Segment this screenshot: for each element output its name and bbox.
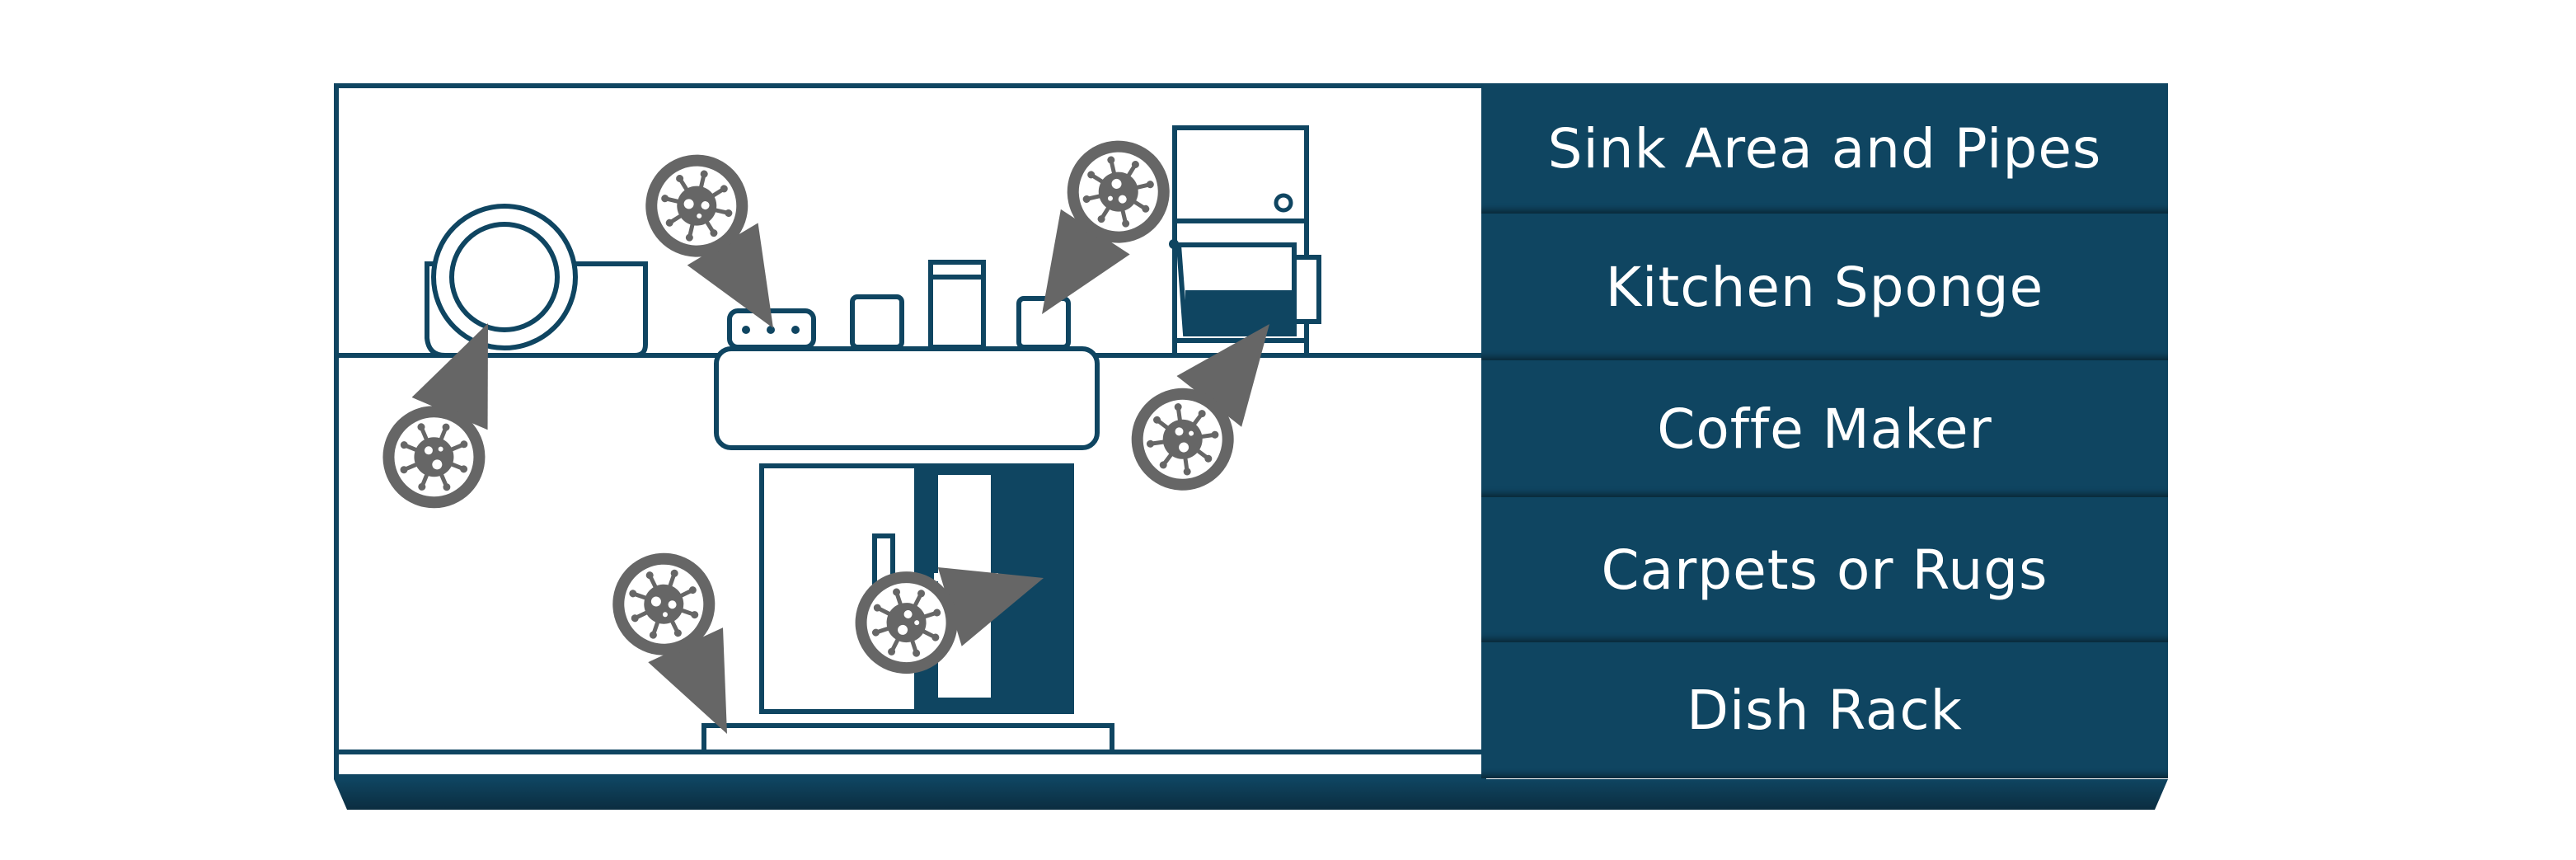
coffee-maker-icon [1169,125,1321,358]
label-row-kitchen-sponge: Kitchen Sponge [1481,214,2168,360]
label-row-carpets: Carpets or Rugs [1481,497,2168,642]
dish-rack-icon [425,204,648,358]
label-coffee-maker: Coffe Maker [1657,397,1992,461]
label-row-sink-area: Sink Area and Pipes [1481,83,2168,214]
label-kitchen-sponge: Kitchen Sponge [1605,255,2044,319]
label-dish-rack: Dish Rack [1687,679,1963,742]
label-sink-area: Sink Area and Pipes [1547,116,2102,181]
sink-detail-dots [742,326,800,334]
label-row-dish-rack: Dish Rack [1481,642,2168,778]
label-panel: Sink Area and Pipes Kitchen Sponge Coffe… [1481,83,2168,778]
label-row-coffee-maker: Coffe Maker [1481,360,2168,497]
base-slab [334,779,2168,810]
rug-icon [701,723,1114,754]
sink-icon [714,260,1100,450]
label-carpets: Carpets or Rugs [1601,538,2048,602]
